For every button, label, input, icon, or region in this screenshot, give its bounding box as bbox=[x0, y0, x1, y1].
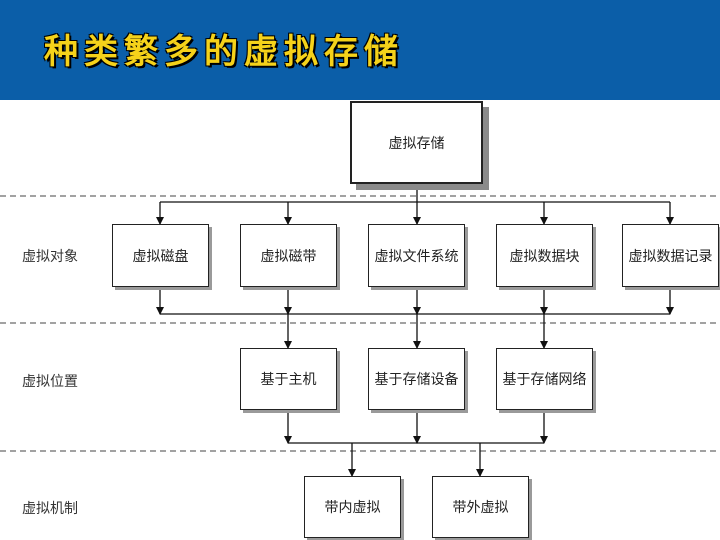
node-root: 虚拟存储 bbox=[350, 101, 483, 184]
node-virtual-data-block: 虚拟数据块 bbox=[496, 224, 593, 287]
node-storage-network-based: 基于存储网络 bbox=[496, 348, 593, 410]
slide-title: 种类繁多的虚拟存储 bbox=[44, 32, 404, 72]
node-storage-device-based: 基于存储设备 bbox=[368, 348, 465, 410]
node-virtual-tape: 虚拟磁带 bbox=[240, 224, 337, 287]
node-virtual-file-system: 虚拟文件系统 bbox=[368, 224, 465, 287]
node-host-based: 基于主机 bbox=[240, 348, 337, 410]
node-virtual-disk: 虚拟磁盘 bbox=[112, 224, 209, 287]
row-label-location: 虚拟位置 bbox=[22, 374, 78, 390]
row-label-objects: 虚拟对象 bbox=[22, 249, 78, 265]
node-out-of-band: 带外虚拟 bbox=[432, 476, 529, 538]
node-in-band: 带内虚拟 bbox=[304, 476, 401, 538]
title-bar: 种类繁多的虚拟存储 bbox=[0, 0, 720, 100]
node-virtual-data-record: 虚拟数据记录 bbox=[622, 224, 719, 287]
row-label-mechanism: 虚拟机制 bbox=[22, 501, 78, 517]
